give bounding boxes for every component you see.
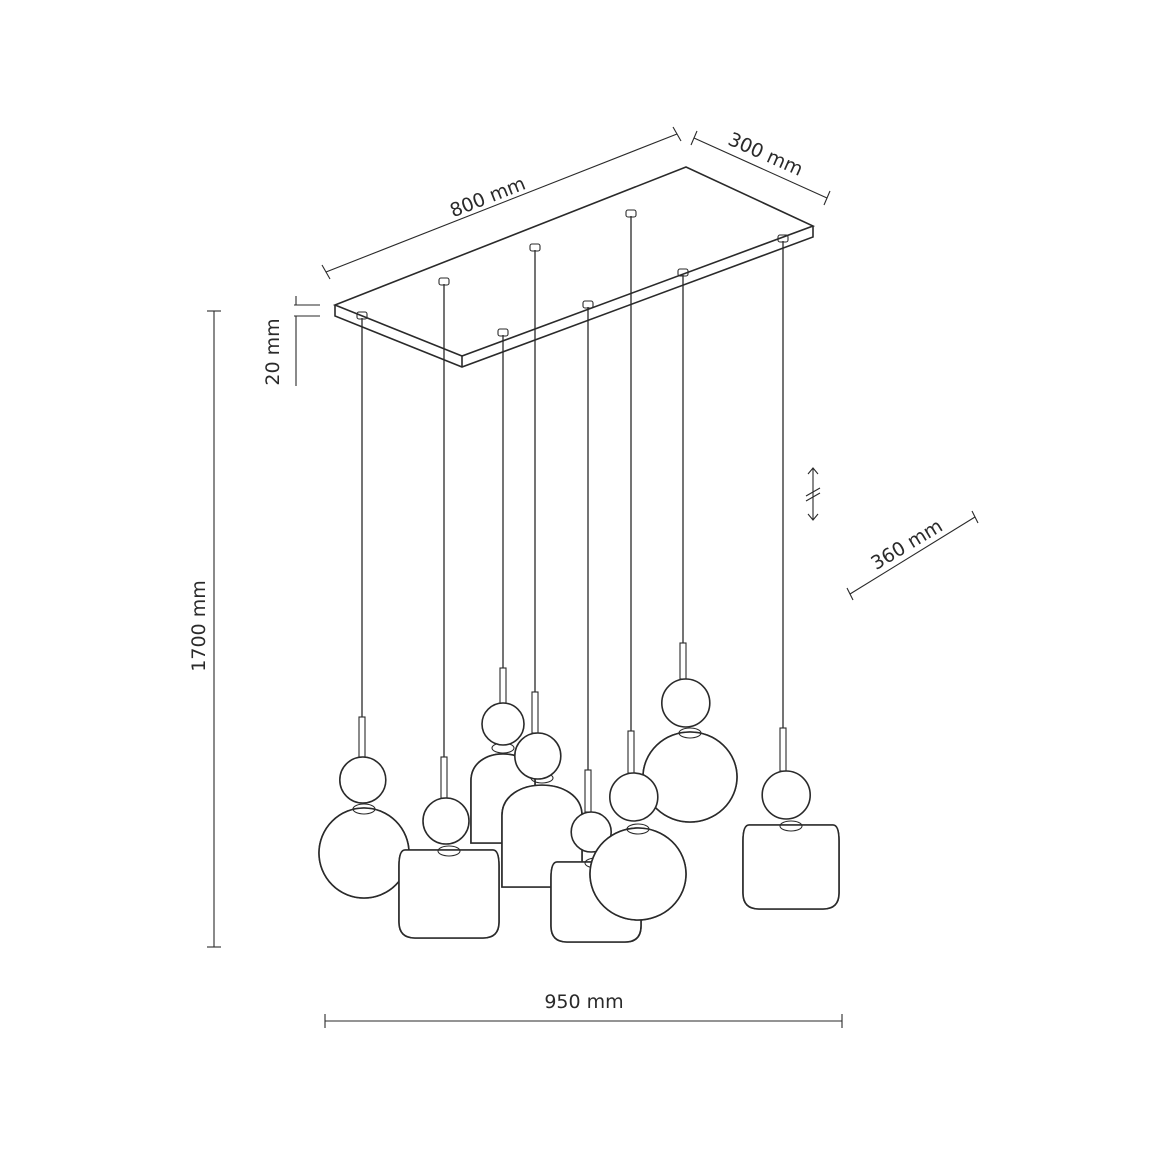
shade-neck [626,823,650,835]
dimension-canopy-height-label: 20 mm [262,318,284,385]
dimension-length: 800 mm [321,126,682,280]
glass-ball [481,702,525,746]
dimension-shade-diameter: 360 mm [846,510,979,601]
cable-sleeve [584,769,592,813]
glass-ball [338,756,387,804]
cable-sleeve [531,691,539,734]
cable-sleeve [627,730,635,774]
cable-mount [529,243,541,252]
cable-sleeve [440,756,448,799]
glass-ball [513,732,562,780]
cable-mount [582,300,594,309]
glass-ball [422,797,470,845]
cable-mount [625,209,637,218]
pendant-lamp [318,311,410,899]
cable-sleeve [499,667,507,704]
cable-mount [438,277,450,286]
dimension-total-width: 950 mm [324,991,843,1028]
dimension-shade-diameter-label: 360 mm [867,515,946,575]
dimension-width: 300 mm [690,128,831,206]
drum-shade [398,849,500,939]
drum-shade [742,824,840,910]
dimension-length-label: 800 mm [447,173,529,223]
dimension-width-label: 300 mm [725,128,806,180]
canopy-plate [332,166,816,368]
shade-neck [779,820,803,832]
globe-shade [589,827,687,921]
pendant-lamp [642,268,738,823]
dimension-total-height: 1700 mm [188,310,221,948]
cable-sleeve [358,716,366,758]
glass-ball [660,678,711,728]
globe-shade [642,731,738,823]
dimension-total-height-label: 1700 mm [188,580,210,671]
adjustable-cable-symbol [805,467,821,521]
globe-shade [318,807,410,899]
cable-sleeve [779,727,787,772]
glass-ball [608,772,659,822]
pendant-lamp [398,277,500,939]
shade-neck [352,803,376,815]
pendant-lamp [742,234,840,910]
dimension-canopy-height: 20 mm [262,296,320,386]
glass-ball [570,811,613,853]
pendant-lamp [589,209,687,921]
pendant-lights [318,209,840,943]
cable-mount [497,328,509,337]
pendant-lamp [501,243,583,888]
shade-neck [678,727,702,739]
glass-ball [761,770,812,820]
cable-sleeve [679,642,687,680]
shade-neck [437,845,461,857]
dimension-total-width-label: 950 mm [544,991,623,1013]
